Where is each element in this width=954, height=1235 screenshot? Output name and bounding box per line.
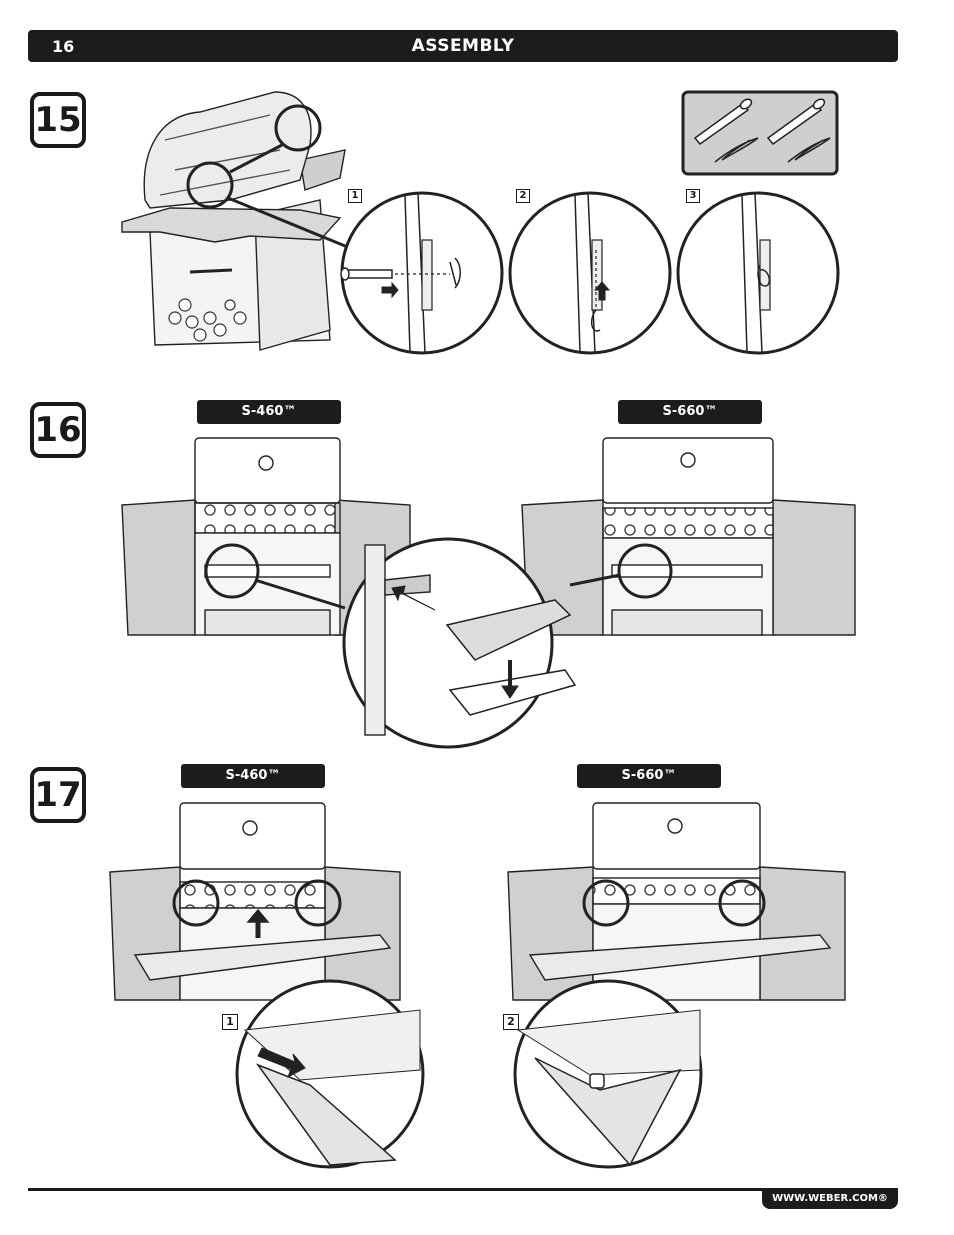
step-17-grill-s460 [109, 802, 401, 1001]
step-15-substep-2: 2 [516, 189, 530, 203]
step-15-detail-3 [676, 191, 840, 355]
page-title: ASSEMBLY [411, 36, 515, 56]
step-16-grill-s660 [521, 437, 856, 636]
step-15-badge: 15 [30, 92, 86, 148]
page-number: 16 [52, 37, 75, 56]
step-15-substep-3: 3 [686, 189, 700, 203]
step-16-detail-drip-tray [254, 537, 621, 749]
step-15-hardware-box [681, 90, 839, 176]
step-17-substep-2: 2 [503, 1014, 519, 1030]
step-17-model-s460-label: S-460™ [181, 764, 325, 788]
step-15-grill-illustration [121, 91, 351, 351]
footer-rule [28, 1188, 898, 1191]
step-17-model-s660-label: S-660™ [577, 764, 721, 788]
step-15-detail-1 [340, 191, 504, 355]
step-15-detail-2 [508, 191, 672, 355]
step-17-badge: 17 [30, 767, 86, 823]
page-header: 16 ASSEMBLY [28, 30, 898, 62]
step-17-grill-s660 [507, 802, 846, 1001]
step-16-model-s660-label: S-660™ [618, 400, 762, 424]
step-16-badge: 16 [30, 402, 86, 458]
step-17-detail-1 [235, 979, 425, 1169]
step-15-substep-1: 1 [348, 189, 362, 203]
step-17-detail-2 [513, 979, 703, 1169]
step-16-model-s460-label: S-460™ [197, 400, 341, 424]
footer-website: WWW.WEBER.COM® [762, 1189, 898, 1209]
step-17-substep-1: 1 [222, 1014, 238, 1030]
